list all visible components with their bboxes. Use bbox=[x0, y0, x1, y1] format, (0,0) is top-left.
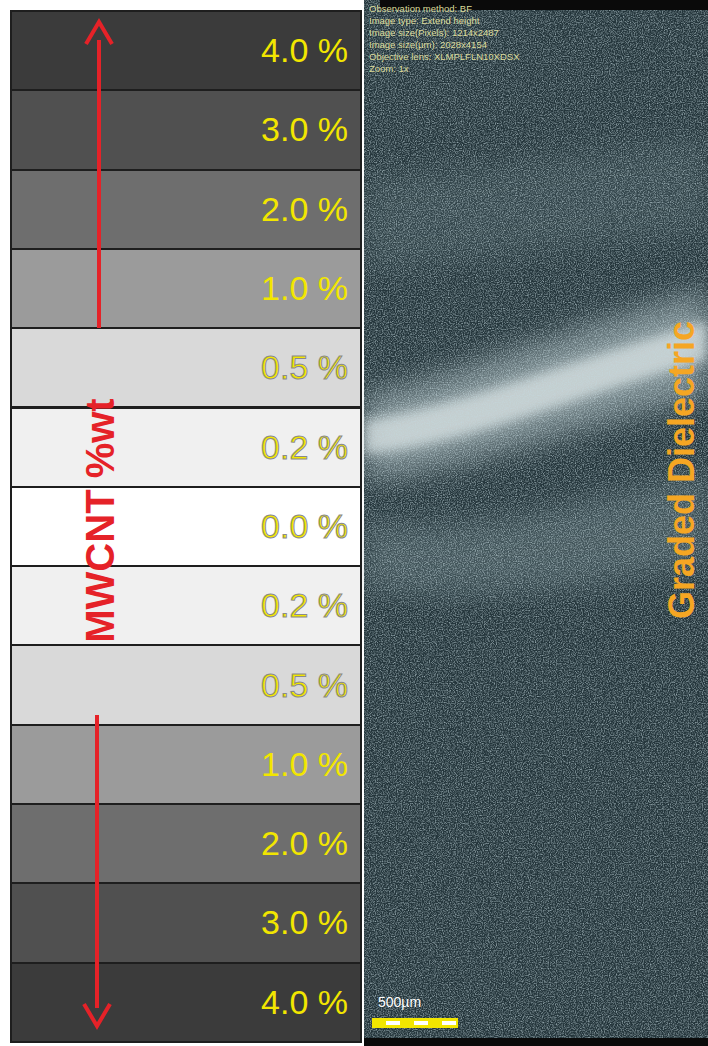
weight-percent: 4.0 % bbox=[261, 31, 348, 70]
concentration-band: 4.0 % bbox=[10, 10, 362, 91]
metadata-text: Image size(µm): 2028x4154 bbox=[369, 39, 487, 50]
concentration-band: 0.5 % bbox=[10, 327, 362, 408]
weight-percent: 3.0 % bbox=[261, 903, 348, 942]
metadata-text: Objective lens: XLMPLFLN10XDSX bbox=[369, 51, 519, 62]
weight-percent: 2.0 % bbox=[261, 824, 348, 863]
concentration-band: 3.0 % bbox=[10, 89, 362, 170]
arrow-head bbox=[84, 1004, 110, 1026]
concentration-band: 0.5 % bbox=[10, 644, 362, 725]
weight-percent: 0.5 % bbox=[261, 666, 348, 705]
weight-percent: 0.2 % bbox=[261, 428, 348, 467]
weight-percent: 0.5 % bbox=[261, 348, 348, 387]
concentration-band: 2.0 % bbox=[10, 169, 362, 250]
concentration-band: 0.2 % bbox=[10, 565, 362, 646]
metadata-text: Observation method: BF bbox=[369, 3, 472, 14]
weight-percent: 4.0 % bbox=[261, 983, 348, 1022]
metadata-text: Zoom: 1x bbox=[369, 63, 409, 74]
metadata-text: Image size(Pixels): 1214x2487 bbox=[369, 27, 499, 38]
axis-title: MWCNT %wt bbox=[78, 398, 123, 642]
scale-bar-label: 500µm bbox=[378, 994, 421, 1010]
concentration-band: 2.0 % bbox=[10, 803, 362, 884]
concentration-band: 1.0 % bbox=[10, 724, 362, 805]
concentration-band: 4.0 % bbox=[10, 962, 362, 1043]
concentration-band: 3.0 % bbox=[10, 882, 362, 963]
arrow-down bbox=[95, 715, 99, 1008]
weight-percent: 0.0 % bbox=[261, 507, 348, 546]
weight-percent: 1.0 % bbox=[261, 745, 348, 784]
concentration-band: 0.0 % bbox=[10, 486, 362, 567]
concentration-band: 1.0 % bbox=[10, 248, 362, 329]
concentration-band: 0.2 % bbox=[10, 407, 362, 488]
arrow-head bbox=[86, 22, 112, 44]
arrow-up bbox=[97, 40, 101, 328]
region-title: Graded Dielectric bbox=[661, 321, 703, 619]
weight-percent: 0.2 % bbox=[261, 586, 348, 625]
weight-percent: 1.0 % bbox=[261, 269, 348, 308]
weight-percent: 2.0 % bbox=[261, 190, 348, 229]
weight-percent: 3.0 % bbox=[261, 110, 348, 149]
metadata-text: Image type: Extend height bbox=[369, 15, 479, 26]
